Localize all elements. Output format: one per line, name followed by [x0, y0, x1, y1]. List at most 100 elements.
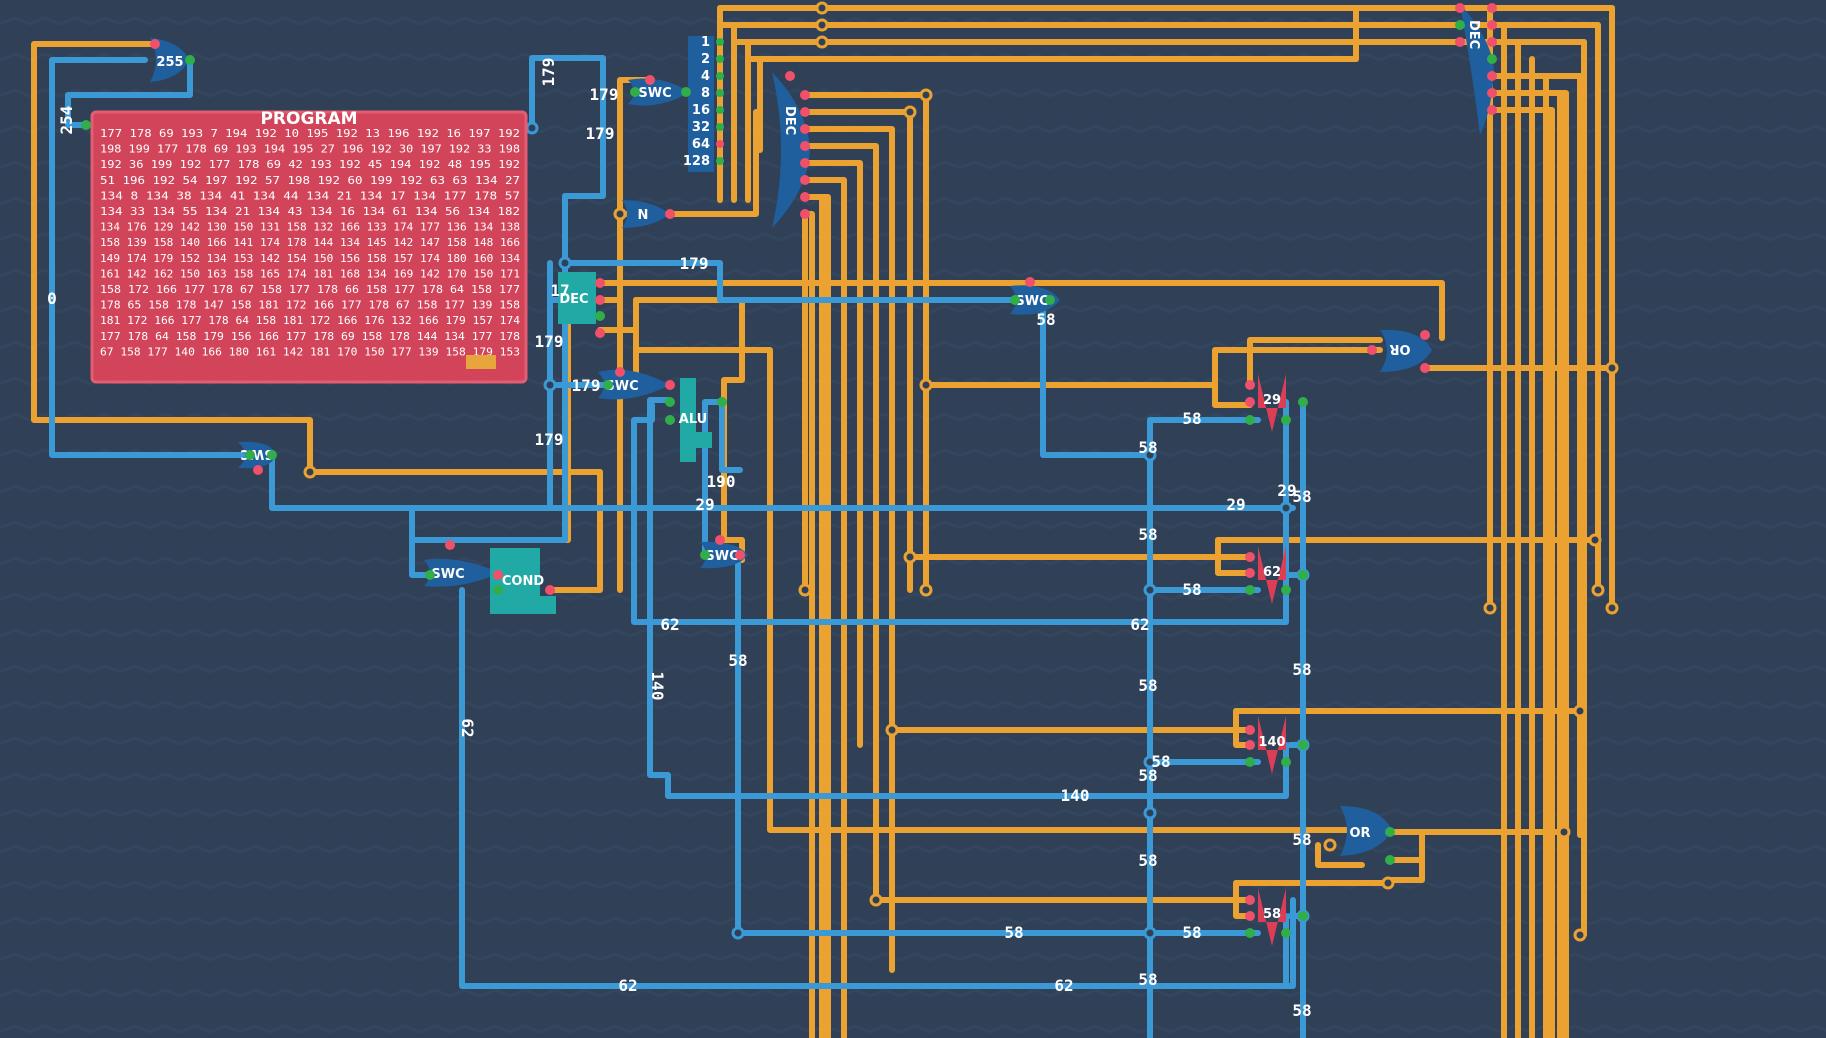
alu-label: ALU [679, 412, 707, 427]
dec-small[interactable]: DEC [558, 272, 605, 338]
register-29[interactable]: 29 [1245, 374, 1308, 432]
register-29-label: 29 [1263, 393, 1281, 408]
not-gate-label: N [638, 208, 649, 223]
wire-label: 62 [618, 976, 637, 995]
program-highlight [466, 355, 496, 369]
wire-label: 29 [1277, 481, 1296, 500]
wire-label: 179 [680, 254, 709, 273]
wire-label: 58 [1138, 438, 1157, 457]
program-row: 177 178 64 158 179 156 166 177 178 69 15… [100, 331, 520, 343]
program-row: 198 199 177 178 69 193 194 195 27 196 19… [100, 144, 520, 156]
wire-label: 179 [535, 332, 564, 351]
wire-label: 62 [1130, 615, 1149, 634]
wire-label: 62 [660, 615, 679, 634]
wire-label: 179 [572, 376, 601, 395]
dec-main[interactable]: DEC [772, 71, 810, 228]
swc-lower-left[interactable]: SWC [424, 540, 503, 587]
or-lower-label: OR [1349, 826, 1370, 841]
program-row: 178 65 158 178 147 158 181 172 166 177 1… [100, 300, 520, 312]
wire-label: 58 [1036, 310, 1055, 329]
bit-pin [716, 72, 724, 80]
program-memory[interactable]: PROGRAM 177 178 69 193 7 194 192 10 195 … [90, 109, 528, 384]
counter-255[interactable]: 255 [81, 38, 195, 130]
or-gate-upper[interactable]: OR [1367, 329, 1432, 373]
bit-pin [716, 55, 724, 63]
program-row: 161 142 162 150 163 158 165 174 181 168 … [100, 268, 520, 280]
swc-top[interactable]: SWC [628, 75, 691, 106]
wire-label: 140 [648, 672, 667, 701]
dec-top-right-label: DEC [1466, 20, 1481, 49]
program-row: 134 33 134 55 134 21 134 43 134 16 134 6… [100, 206, 520, 218]
swc-center-label: SWC [1015, 294, 1048, 309]
register-62[interactable]: 62 [1245, 546, 1308, 604]
wire-label: 179 [535, 430, 564, 449]
program-row: 134 176 129 142 130 150 131 158 132 166 … [100, 222, 520, 234]
program-rows: 177 178 69 193 7 194 192 10 195 192 13 1… [100, 128, 520, 358]
wire-label: 58 [728, 651, 747, 670]
wire-label: 62 [458, 718, 477, 737]
cond-block[interactable]: COND [490, 548, 556, 614]
program-row: 51 196 192 54 197 192 57 198 192 60 199 … [100, 175, 520, 187]
wire-label: 58 [1151, 752, 1170, 771]
wire-label: 179 [539, 58, 558, 87]
bit-pin [716, 38, 724, 46]
dec-top-right[interactable]: DEC [1455, 3, 1497, 135]
swc-middle-label: SWC [605, 379, 638, 394]
swc-middle[interactable]: SWC [598, 367, 675, 400]
wire-label: 58 [1138, 970, 1157, 989]
program-row: 67 158 177 140 166 180 161 142 181 170 1… [100, 346, 520, 358]
wire-label: 58 [1138, 851, 1157, 870]
wire-label: 17 [550, 281, 569, 300]
counter-255-label: 255 [156, 55, 183, 70]
program-row: 181 172 166 177 178 64 158 181 172 166 1… [100, 315, 520, 327]
wire-label: 58 [1182, 580, 1201, 599]
register-58[interactable]: 58 [1245, 888, 1308, 946]
register-58-label: 58 [1263, 907, 1281, 922]
bit-value: 64 [692, 137, 710, 152]
wire-labels: 179 179 179 254 0 179 17 179 179 179 190… [47, 58, 1311, 1020]
alu[interactable]: ALU [665, 378, 727, 462]
or-upper-label: OR [1389, 341, 1410, 356]
swc-lower-left-label: SWC [431, 567, 464, 582]
program-row: 158 139 158 140 166 141 174 178 144 134 … [100, 237, 520, 249]
swc-lower-center[interactable]: SWC [700, 535, 748, 569]
program-row: 177 178 69 193 7 194 192 10 195 192 13 1… [100, 128, 520, 140]
wire-label: 58 [1182, 409, 1201, 428]
bit-value: 2 [701, 52, 710, 67]
dec-main-label: DEC [782, 106, 797, 135]
swc-center[interactable]: SWC [1010, 277, 1060, 315]
register-140[interactable]: 140 [1245, 716, 1308, 774]
wire-label: 58 [1138, 766, 1157, 785]
wire-label: 0 [47, 289, 57, 308]
bit-value: 16 [692, 103, 710, 118]
program-row: 149 174 179 152 134 153 142 154 150 156 … [100, 253, 520, 265]
bit-value: 1 [701, 35, 710, 50]
bit-pin [716, 89, 724, 97]
register-62-label: 62 [1263, 565, 1281, 580]
bit-pin [716, 106, 724, 114]
bit-value: 4 [701, 69, 710, 84]
wire-label: 58 [1292, 487, 1311, 506]
wire-label: 29 [695, 495, 714, 514]
cond-label: COND [502, 574, 544, 589]
not-gate[interactable]: N [613, 200, 675, 228]
program-title: PROGRAM [260, 109, 357, 129]
wire-label: 190 [707, 472, 736, 491]
swc-left[interactable]: SWC [238, 441, 277, 475]
register-140-label: 140 [1258, 735, 1285, 750]
wire-label: 29 [1226, 495, 1245, 514]
wire-label: 62 [1054, 976, 1073, 995]
wire-label: 58 [1138, 676, 1157, 695]
bit-value: 128 [683, 154, 710, 169]
wire-label: 58 [1292, 660, 1311, 679]
wire-junctions [303, 1, 1619, 942]
or-gate-lower[interactable]: OR [1323, 806, 1395, 865]
bit-value: 32 [692, 120, 710, 135]
bit-pin [716, 157, 724, 165]
program-row: 134 8 134 38 134 41 134 44 134 21 134 17… [100, 190, 520, 202]
bit-pin [716, 123, 724, 131]
wire-label: 58 [1292, 1001, 1311, 1020]
